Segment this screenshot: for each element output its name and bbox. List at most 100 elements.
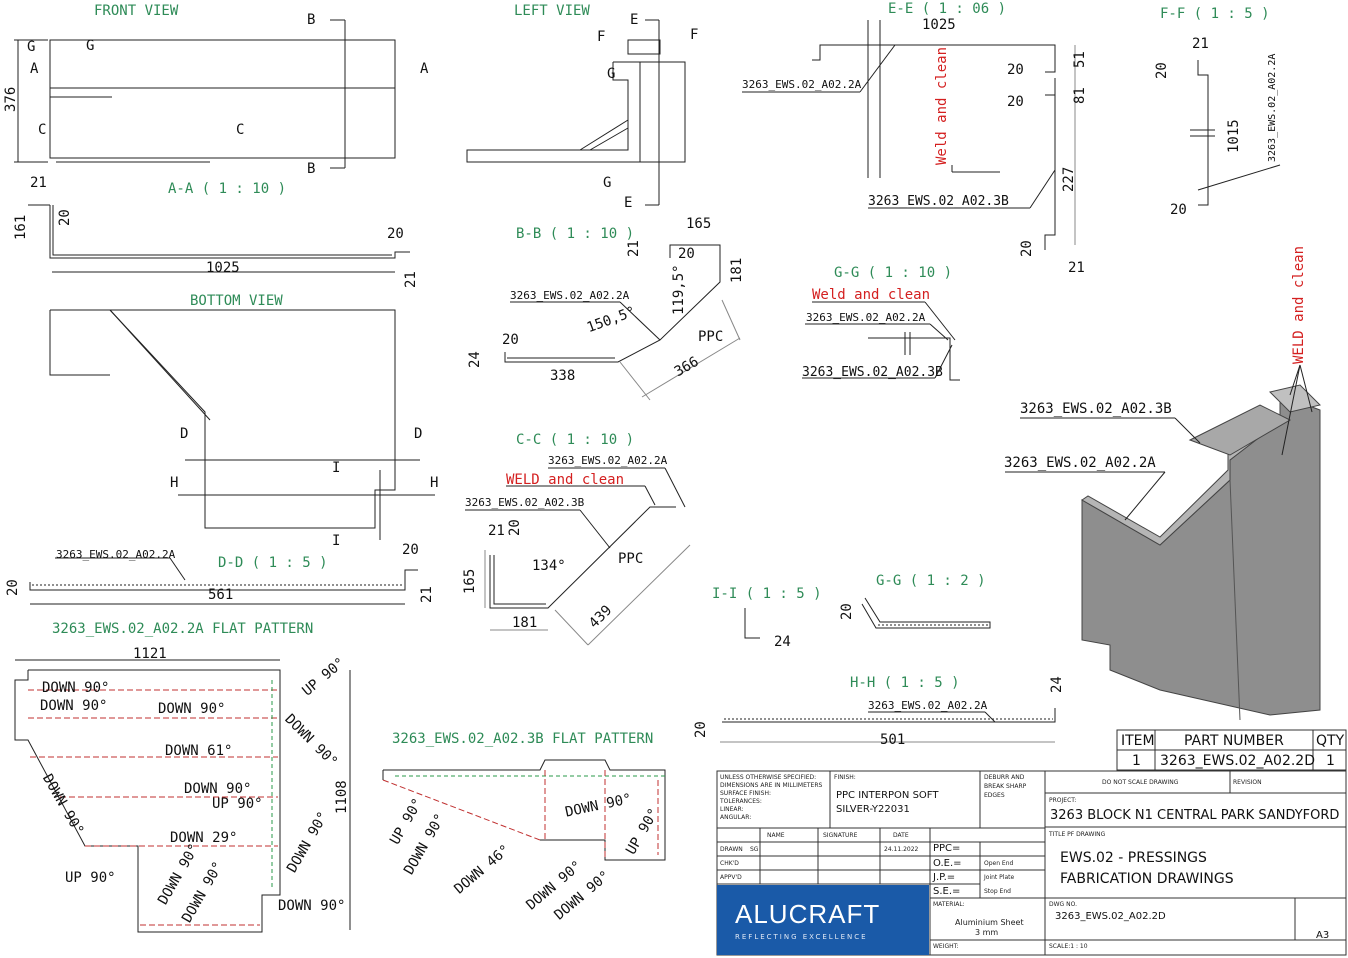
dim-ii-24: 24: [774, 634, 791, 650]
material-thickness: 3 mm: [975, 928, 999, 937]
sheet-size: A3: [1316, 930, 1330, 941]
dim-dd-561: 561: [208, 587, 234, 603]
dim-bb-338: 338: [550, 368, 576, 384]
callout-a2a: 3263_EWS.02_A02.2A: [742, 78, 862, 91]
company-logo: ALUCRAFT REFLECTING EXCELLENCE: [717, 885, 929, 955]
marker-g: G: [86, 38, 95, 54]
callout-a3b: 3263_EWS.02_A02.3B: [802, 365, 943, 380]
deburr-note: EDGES: [984, 792, 1005, 799]
weld-note: Weld and clean: [812, 287, 931, 303]
drawing-title: FABRICATION DRAWINGS: [1060, 871, 1234, 887]
section-ff-title: F-F ( 1 : 5 ): [1160, 6, 1270, 22]
bend-note: DOWN 90°: [42, 680, 110, 696]
section-aa-drawing: [28, 205, 410, 272]
bom-part-number: 3263_EWS.02_A02.2D: [1160, 753, 1315, 769]
col-name: NAME: [767, 832, 785, 839]
left-view-drawing: [467, 20, 685, 205]
section-hh-title: H-H ( 1 : 5 ): [850, 675, 960, 691]
weld-note: Weld and clean: [934, 46, 950, 165]
title-block-frame: [717, 730, 1346, 955]
oe-label: O.E.=: [933, 858, 962, 869]
dim-bb-165: 165: [686, 216, 712, 232]
dim-ff-20: 20: [1154, 62, 1170, 79]
marker-c: C: [236, 122, 245, 138]
logo-text: ALUCRAFT: [735, 899, 881, 929]
dim-bb-119: 119,5°: [671, 264, 687, 315]
callout-a3b: 3263_EWS.02_A02.3B: [465, 496, 585, 509]
marker-e: E: [624, 195, 633, 211]
marker-b: B: [307, 12, 316, 28]
project-label: PROJECT:: [1049, 797, 1077, 804]
ppc-label: PPC=: [933, 843, 961, 854]
section-gg2-drawing: [862, 598, 990, 628]
bottom-view-title: BOTTOM VIEW: [190, 293, 283, 309]
dim-aa-21: 21: [30, 175, 47, 191]
dim-cc-165: 165: [462, 568, 478, 594]
marker-c: C: [38, 122, 47, 138]
bend-note: DOWN 90°: [40, 698, 108, 714]
weld-note: WELD and clean: [1291, 245, 1307, 364]
weight-label: WEIGHT:: [933, 943, 959, 950]
marker-f: F: [690, 27, 699, 43]
dim-ee-21: 21: [1068, 260, 1085, 276]
bend-note: DOWN 90°: [158, 701, 226, 717]
oe-value: Open End: [984, 860, 1014, 867]
dwg-number: 3263_EWS.02_A02.2D: [1055, 911, 1166, 922]
marker-e: E: [630, 12, 639, 28]
bom-item: 1: [1132, 753, 1141, 769]
section-cc-drawing: [485, 507, 690, 645]
drawn-date: 24.11.2022: [884, 846, 919, 853]
callout-a2a: 3263_EWS.02_A02.2A: [1267, 53, 1278, 162]
dim-376: 376: [3, 86, 19, 112]
dim-dd-21: 21: [419, 586, 435, 603]
dim-gg2-20: 20: [839, 603, 855, 620]
dim-hh-501: 501: [880, 732, 906, 748]
flat-pattern-b-title: 3263_EWS.02_A02.3B FLAT PATTERN: [392, 731, 654, 747]
dim-hh-24: 24: [1049, 676, 1065, 693]
marker-h: H: [170, 475, 179, 491]
jp-label: J.P.=: [933, 872, 956, 883]
col-date: DATE: [893, 832, 909, 839]
marker-g: G: [603, 175, 612, 191]
callout-a2a: 3263_EWS.02_A02.2A: [868, 699, 988, 712]
bend-note: DOWN 61°: [165, 743, 233, 759]
material-label: MATERIAL:: [933, 901, 965, 908]
project-name: 3263 BLOCK N1 CENTRAL PARK SANDYFORD: [1050, 808, 1340, 823]
row-checked: CHK'D: [720, 860, 739, 867]
section-ff-drawing: [1190, 60, 1215, 205]
logo-tagline: REFLECTING EXCELLENCE: [735, 933, 868, 941]
bom-header-part: PART NUMBER: [1184, 733, 1284, 749]
dim-ee-51: 51: [1072, 51, 1088, 68]
finish-value: SILVER-Y22031: [836, 804, 910, 815]
spec-line: ANGULAR:: [720, 814, 752, 821]
se-label: S.E.=: [933, 886, 961, 897]
dim-aa-20: 20: [57, 209, 73, 226]
dim-cc-20: 20: [507, 519, 523, 536]
marker-h: H: [430, 475, 439, 491]
dim-ee-81: 81: [1072, 87, 1088, 104]
deburr-note: BREAK SHARP: [984, 783, 1027, 790]
dim-flat-1108: 1108: [334, 780, 350, 814]
marker-i: I: [332, 460, 341, 476]
flat-pattern-b-drawing: [383, 760, 665, 860]
finish-label: FINISH:: [834, 774, 856, 781]
front-view-drawing: [14, 20, 395, 168]
weld-note: WELD and clean: [506, 472, 625, 488]
no-scale-note: DO NOT SCALE DRAWING: [1102, 779, 1179, 786]
bend-note: DOWN 90°: [278, 898, 346, 914]
row-drawn: DRAWN: [720, 846, 743, 853]
spec-line: LINEAR:: [720, 806, 744, 813]
revision-label: REVISION: [1233, 779, 1262, 786]
section-ee-drawing: [812, 20, 1075, 250]
callout-a2a: 3263_EWS.02_A02.2A: [806, 311, 926, 324]
dim-ee-20b: 20: [1007, 94, 1024, 110]
dim-ff-20b: 20: [1170, 202, 1187, 218]
dim-bb-181: 181: [729, 257, 745, 283]
dim-ee-227: 227: [1061, 166, 1077, 192]
bom-header-qty: QTY: [1316, 733, 1345, 749]
bend-note: UP 90°: [65, 870, 116, 886]
section-ii-title: I-I ( 1 : 5 ): [712, 586, 822, 602]
marker-a: A: [30, 61, 39, 77]
dim-bb-20: 20: [678, 246, 695, 262]
